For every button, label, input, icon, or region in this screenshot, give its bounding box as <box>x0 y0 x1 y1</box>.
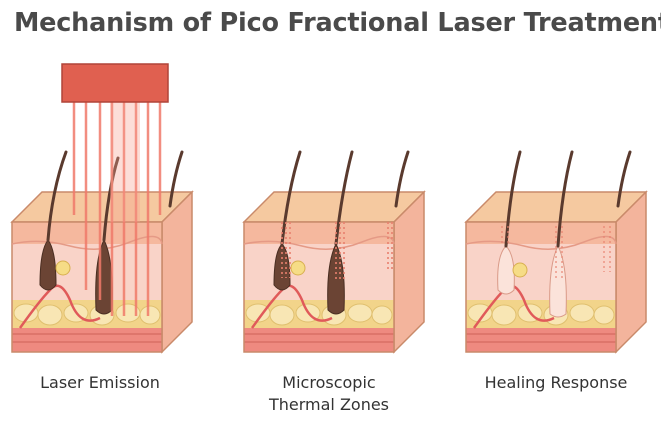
hair-follicle-icon <box>39 239 57 291</box>
hair-icon <box>504 150 522 248</box>
label-line: Healing Response <box>484 373 628 392</box>
hair-icon <box>616 150 632 208</box>
hair-follicle-icon <box>549 244 567 318</box>
label-line: Laser Emission <box>40 373 160 392</box>
hair-icon <box>280 150 302 246</box>
hair-icon <box>556 150 574 248</box>
sebaceous-gland-icon <box>512 262 528 278</box>
panel-label-thermal-zones: Microscopic Thermal Zones <box>244 372 414 416</box>
hair-follicle-icon <box>497 245 515 295</box>
muscle-layer <box>12 328 162 352</box>
hair-icon <box>102 156 120 242</box>
blood-vessel-icon <box>250 284 333 329</box>
hair-icon <box>394 150 410 208</box>
healing-zones <box>501 226 611 280</box>
label-line: Thermal Zones <box>268 395 390 414</box>
diagram-title: Mechanism of Pico Fractional Laser Treat… <box>14 8 661 38</box>
panel-healing-response <box>464 150 648 354</box>
skin-surface <box>10 191 194 223</box>
thermal-zones <box>281 222 393 280</box>
laser-device-icon <box>61 63 169 103</box>
panel-laser-emission <box>10 63 194 354</box>
panel-label-healing-response: Healing Response <box>462 372 650 394</box>
panel-label-laser-emission: Laser Emission <box>12 372 188 394</box>
hair-icon <box>168 150 184 208</box>
hair-icon <box>46 150 68 242</box>
panel-thermal-zones <box>242 150 426 354</box>
label-line: Microscopic <box>282 373 376 392</box>
sebaceous-gland-icon <box>290 260 306 276</box>
hair-icon <box>334 150 354 246</box>
laser-beams <box>72 102 162 316</box>
blood-vessel-icon <box>18 284 101 329</box>
sebaceous-gland-icon <box>55 260 71 276</box>
